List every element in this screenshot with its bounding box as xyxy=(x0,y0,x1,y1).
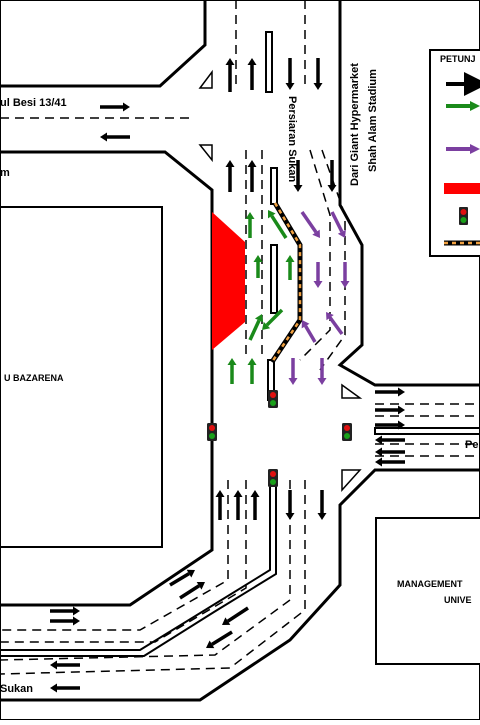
arrow-through xyxy=(285,490,295,520)
road-label-north: Persiaran Sukan xyxy=(286,96,298,182)
arrow-through xyxy=(317,490,327,520)
arrow-through xyxy=(375,405,405,415)
traffic-light-icon xyxy=(268,469,278,487)
building-label-management: MANAGEMENT xyxy=(397,579,463,589)
arrow-through xyxy=(233,490,243,520)
arrow-through xyxy=(50,616,80,626)
building-label-bazarena: U BAZARENA xyxy=(4,373,64,383)
road-edge-w xyxy=(0,150,214,607)
arrow-through xyxy=(375,435,405,445)
traffic-light-icon xyxy=(207,423,217,441)
lane-center-3 xyxy=(299,149,331,361)
arrow-right-turn xyxy=(313,262,323,288)
island-nw xyxy=(198,69,213,89)
arrow-through xyxy=(375,420,405,430)
arrow-through xyxy=(169,569,195,587)
legend-box xyxy=(429,49,480,257)
arrow-through xyxy=(179,581,205,600)
island-w xyxy=(198,144,213,163)
arrow-through xyxy=(375,457,405,467)
road-edge-nw xyxy=(0,0,207,88)
arrow-left-turn xyxy=(248,314,264,341)
arrow-through xyxy=(247,160,257,192)
legend-left-turn-head xyxy=(470,101,480,111)
arrow-through xyxy=(293,160,303,192)
lane-south-4 xyxy=(0,480,306,675)
lane-markings xyxy=(0,0,480,675)
legend-closed-area xyxy=(444,183,480,194)
median-south xyxy=(0,480,277,657)
median-middle xyxy=(270,244,278,314)
arrow-right-turn xyxy=(300,211,320,238)
legend-title: PETUNJ xyxy=(440,54,476,64)
legend-traffic-light xyxy=(459,207,468,225)
arrow-through xyxy=(100,102,130,112)
road-edge-ne xyxy=(337,0,480,387)
median-path-orange xyxy=(270,202,302,363)
road-edges xyxy=(0,0,480,702)
lane-south-1 xyxy=(0,480,229,631)
arrow-through xyxy=(206,630,233,649)
arrow-through xyxy=(50,683,80,693)
arrow-through xyxy=(375,387,405,397)
arrow-right-turn xyxy=(340,262,350,288)
arrow-right-turn xyxy=(330,211,346,238)
building-label-university: UNIVE xyxy=(444,595,472,605)
traffic-light-icon xyxy=(268,390,278,408)
road-label-north-dir-1: Dari Giant Hypermarket xyxy=(349,63,361,186)
building-management xyxy=(375,517,480,665)
building-bazarena xyxy=(0,206,163,548)
arrow-right-turn xyxy=(288,358,298,385)
legend: PETUNJ xyxy=(429,49,480,257)
arrow-left-turn xyxy=(253,255,263,278)
arrow-through xyxy=(225,58,235,92)
traffic-light-icon xyxy=(342,423,352,441)
median-upper xyxy=(270,167,278,205)
closed-area xyxy=(212,212,245,350)
arrow-left-turn xyxy=(268,210,288,239)
arrow-through xyxy=(222,606,249,625)
median-north xyxy=(265,31,273,93)
arrow-through xyxy=(247,58,257,90)
island-ne xyxy=(341,383,363,399)
arrow-through xyxy=(250,490,260,520)
arrow-left-turn xyxy=(245,212,255,238)
road-edge-se xyxy=(0,468,480,702)
arrow-left-turn xyxy=(247,358,257,384)
island-se xyxy=(341,469,362,492)
road-label-north-dir-2: Shah Alam Stadium xyxy=(367,69,379,172)
arrow-through xyxy=(215,490,225,520)
arrow-through xyxy=(50,606,80,616)
arrow-through xyxy=(285,58,295,90)
arrow-left-turn xyxy=(227,358,237,384)
arrow-through xyxy=(225,160,235,192)
arrow-left-turn xyxy=(262,308,284,330)
road-label-east: Pe xyxy=(465,439,478,451)
road-label-west-mid: m xyxy=(0,167,10,179)
arrow-through xyxy=(327,160,337,192)
arrow-through xyxy=(100,132,130,142)
median-east xyxy=(374,427,480,435)
arrow-layer xyxy=(50,58,405,693)
arrow-right-turn xyxy=(317,358,327,385)
road-label-south-west: Sukan xyxy=(0,683,33,695)
lane-south-3 xyxy=(0,480,291,661)
arrow-through xyxy=(375,447,405,457)
arrow-right-turn xyxy=(326,312,344,336)
median-south-b xyxy=(0,480,277,657)
legend-right-turn-head xyxy=(470,144,480,154)
traffic-light-layer xyxy=(207,390,352,487)
road-label-west-top: ul Besi 13/41 xyxy=(0,97,67,109)
arrow-left-turn xyxy=(285,255,295,280)
island-triangles xyxy=(198,69,363,492)
arrow-through xyxy=(50,660,80,670)
lane-south-2 xyxy=(0,480,247,643)
arrow-through xyxy=(313,58,323,90)
median-south-a xyxy=(0,480,271,651)
medians xyxy=(265,31,480,435)
arrow-right-turn xyxy=(301,320,317,343)
